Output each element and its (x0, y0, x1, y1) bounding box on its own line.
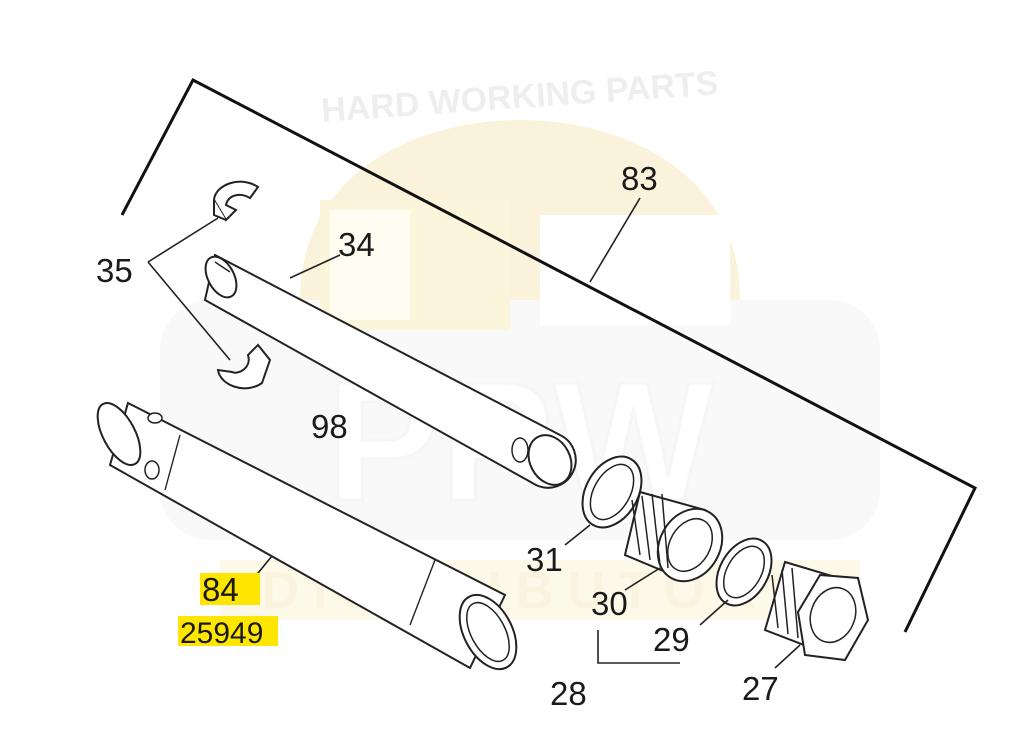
leader-83 (589, 197, 641, 283)
callout-35: 35 (96, 252, 133, 289)
gland-nut-27 (763, 560, 870, 662)
leader-30 (624, 567, 661, 591)
watermark-arc-text: HARD WORKING PARTS (320, 64, 720, 130)
callout-34: 34 (338, 226, 375, 263)
assembly-bracket (120, 77, 977, 633)
callout-84: 84 (202, 571, 239, 608)
leader-35b (147, 261, 231, 361)
highlight-part-number (178, 616, 278, 646)
pin-84 (96, 401, 518, 671)
retainer-ring-35-top (212, 180, 260, 222)
callout-83: 83 (621, 160, 658, 197)
leader-27 (774, 644, 801, 669)
callout-31: 31 (526, 541, 563, 578)
callout-30: 30 (591, 585, 628, 622)
leader-34 (289, 254, 341, 279)
callout-27: 27 (742, 670, 779, 707)
leader-31 (564, 524, 591, 546)
callout-98: 98 (311, 408, 348, 445)
retainer-ring-35-bottom (216, 343, 272, 390)
packing-30 (623, 490, 724, 583)
callout-29: 29 (653, 621, 690, 658)
o-ring-29 (715, 537, 773, 607)
leader-29 (699, 599, 729, 626)
pin-98 (203, 253, 577, 489)
part-number-label: 25949 (180, 617, 263, 650)
highlight-84 (200, 573, 260, 605)
washer-31 (581, 455, 643, 529)
callout-28: 28 (550, 675, 587, 712)
leader-35a (147, 217, 219, 263)
leader-28-bracket (597, 630, 680, 664)
